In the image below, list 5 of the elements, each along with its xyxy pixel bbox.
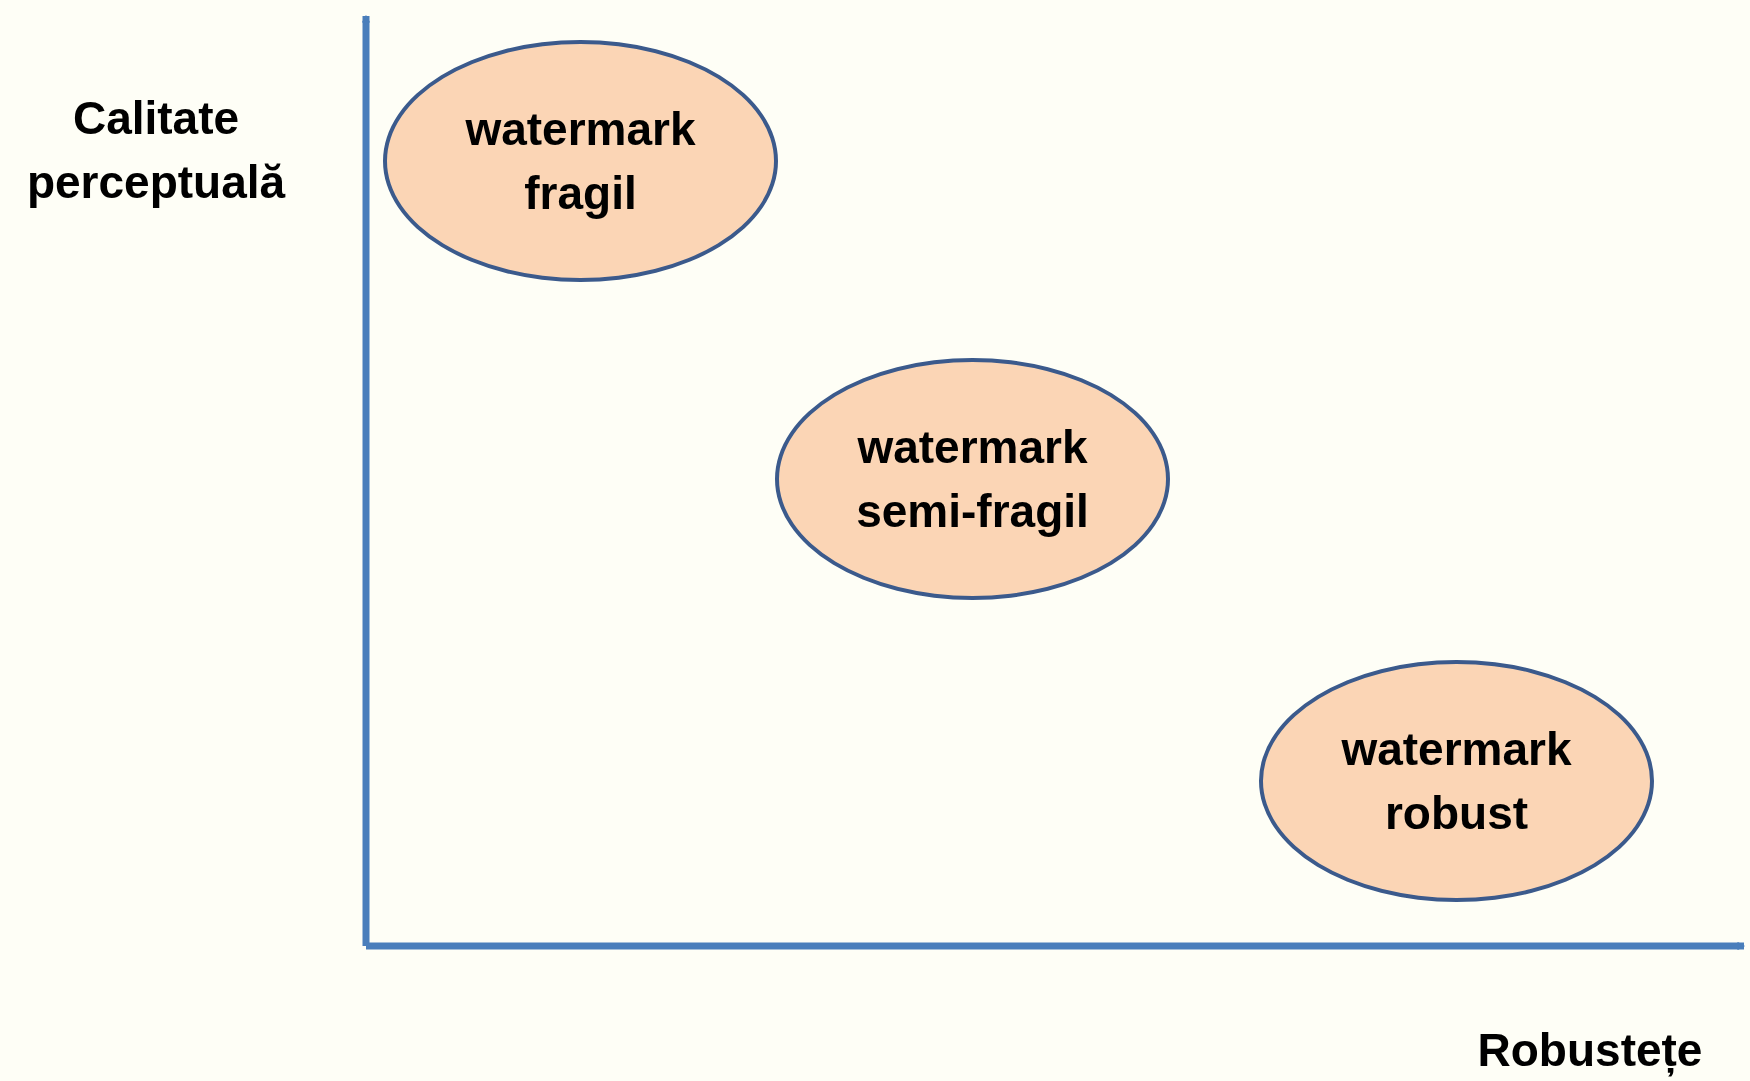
node-label: watermark semi-fragil	[855, 419, 1090, 539]
y-axis-title: Calitate perceptuală	[25, 91, 287, 211]
node-label: watermark fragil	[464, 101, 697, 221]
x-axis-title: Robustețe	[1476, 1023, 1704, 1079]
node-label: watermark robust	[1340, 721, 1573, 841]
